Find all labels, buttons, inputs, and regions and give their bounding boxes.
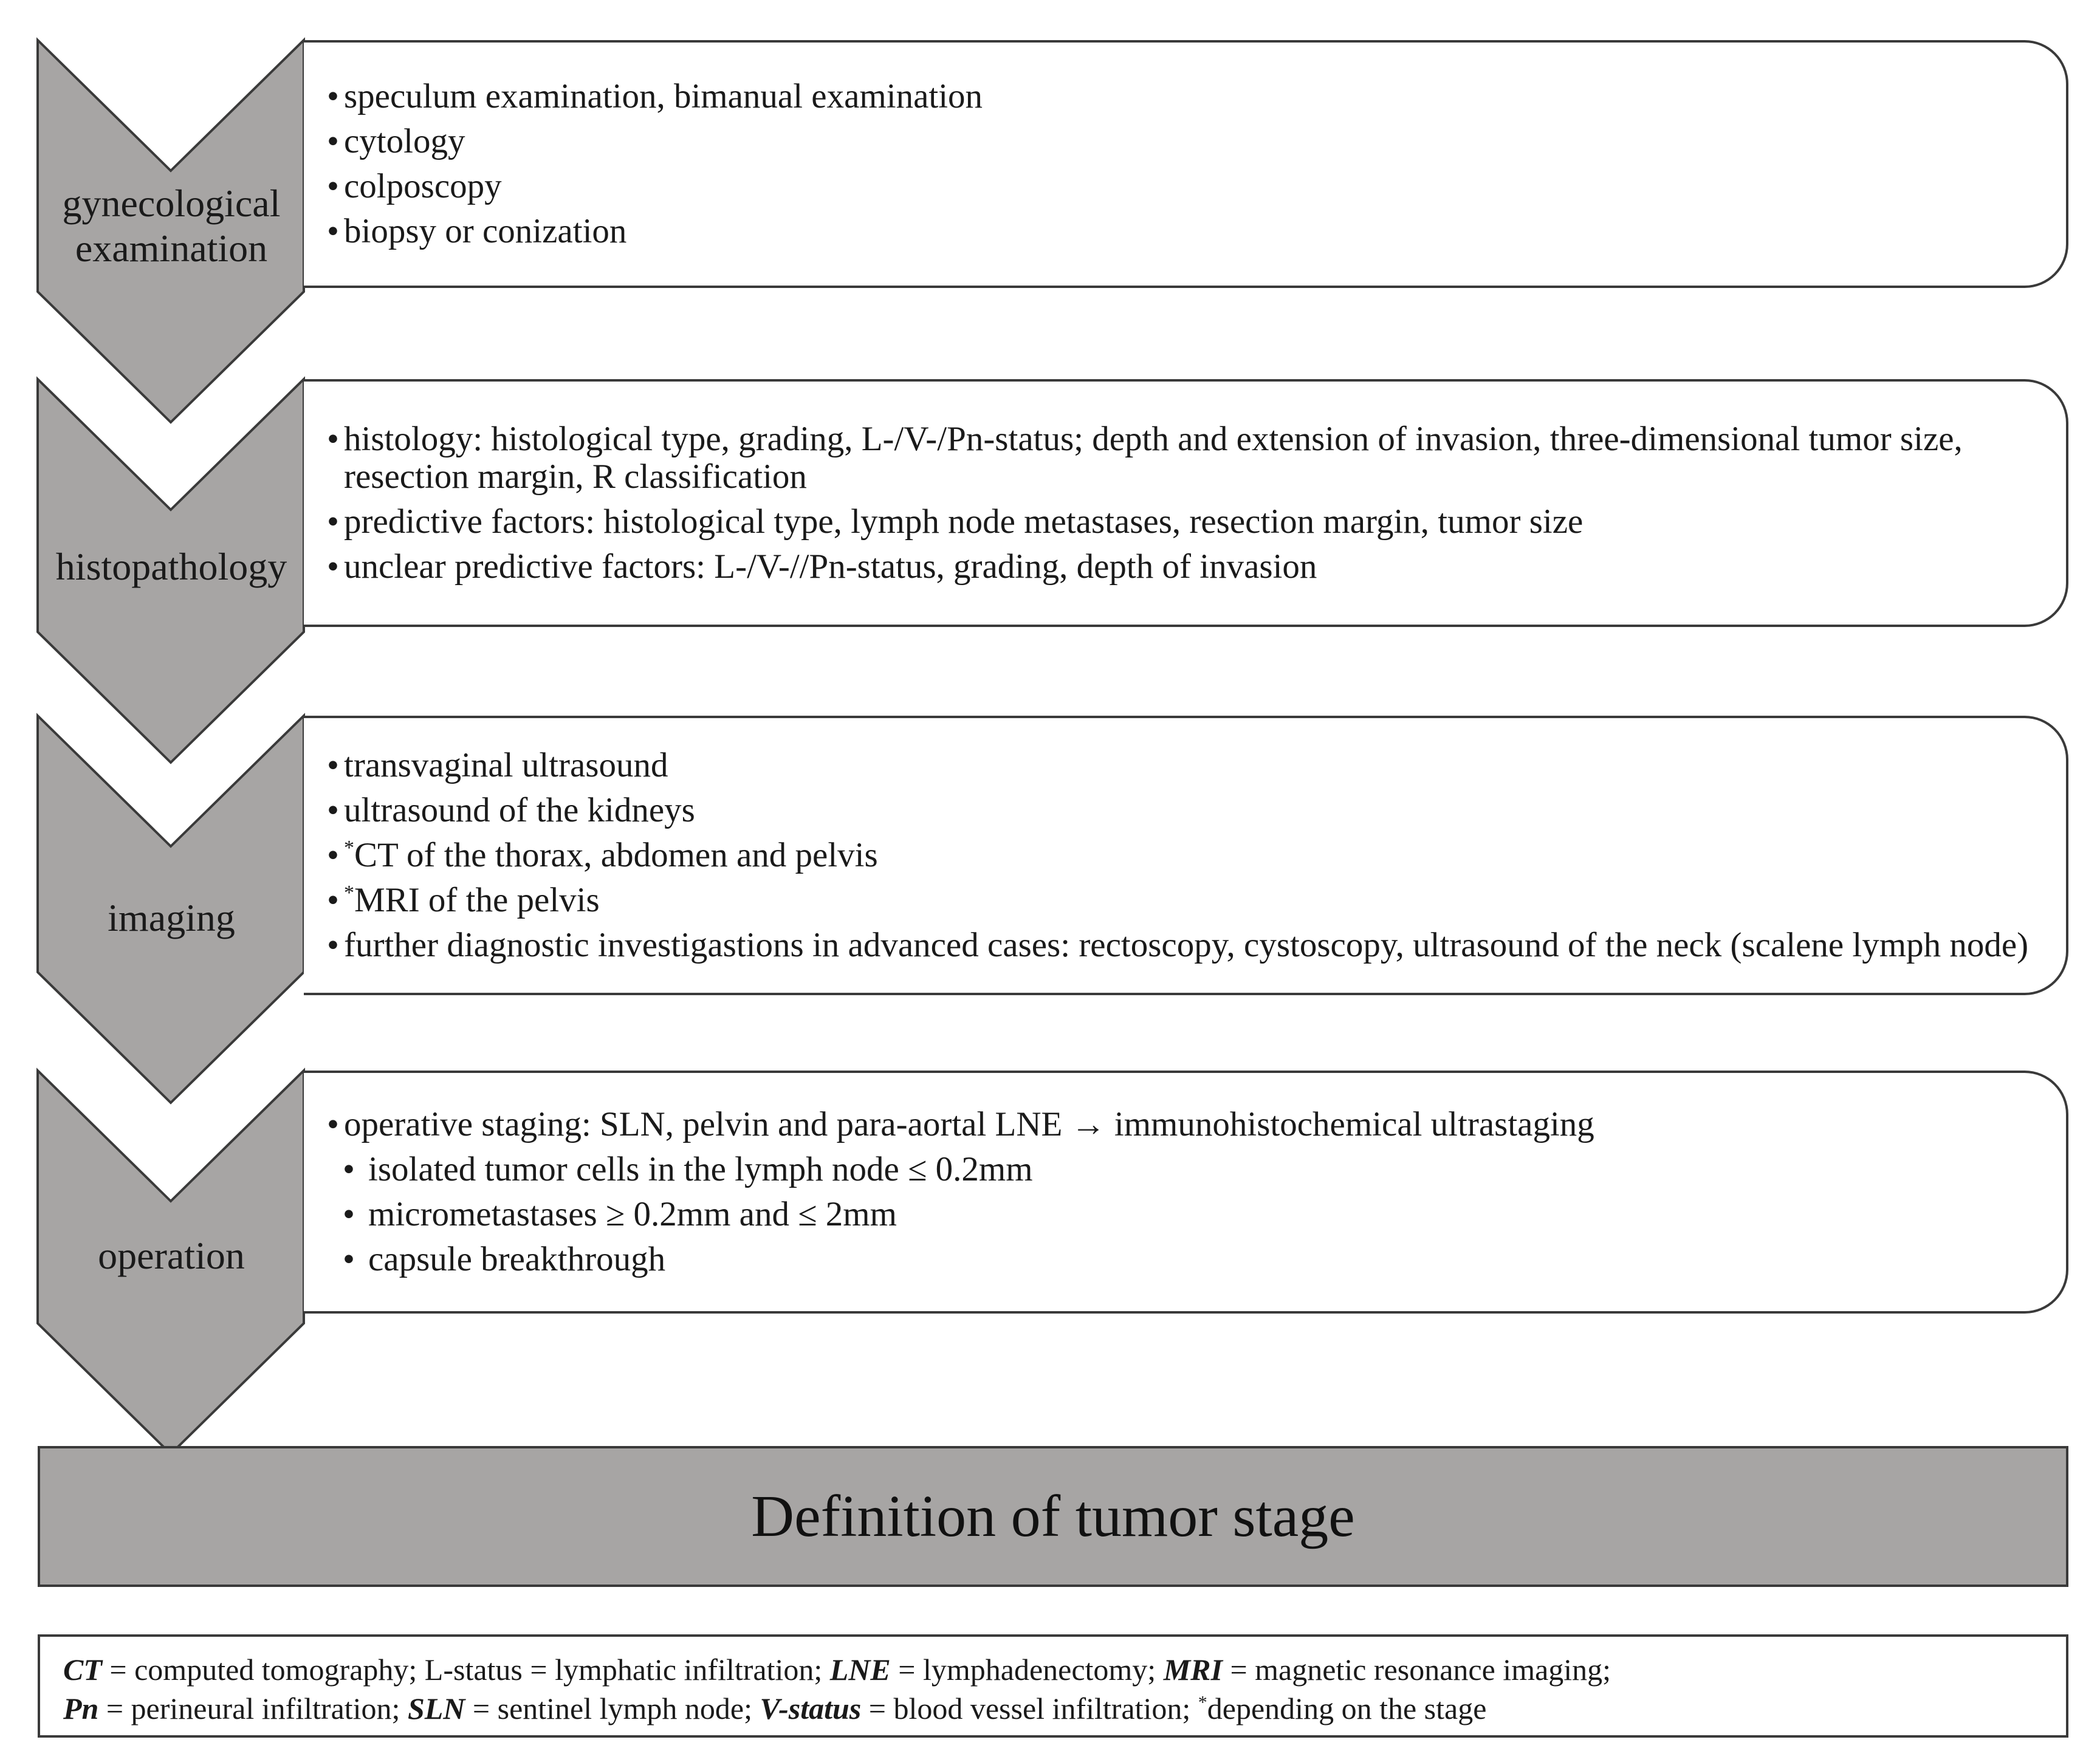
stage-label-gynecological-examination: gynecological examination [62,182,281,270]
bullet-item: •transvaginal ultrasound [327,747,2042,784]
bullet-marker: • [327,926,339,964]
chevron-histopathology [36,376,305,764]
legend-definition: = sentinel lymph node; [465,1691,760,1725]
bullet-item: • capsule breakthrough [327,1241,2042,1278]
bullet-text: unclear predictive factors: L-/V-//Pn-st… [344,547,1317,586]
chevron-gynecological-examination [36,37,305,424]
legend-term: MRI [1163,1653,1223,1687]
bullet-marker: • [327,167,339,205]
legend-definition: = magnetic resonance imaging; [1222,1653,1611,1687]
bullet-marker: • [327,77,339,115]
bullet-marker: • [327,122,339,160]
panel-imaging: •transvaginal ultrasound•ultrasound of t… [304,716,2068,995]
bullet-item: •biopsy or conization [327,213,2042,250]
bullet-text: further diagnostic investigastions in ad… [344,926,2029,964]
stage-label-operation: operation [98,1234,245,1277]
bullet-marker: • [327,1105,339,1143]
bullet-marker: • [327,547,339,586]
legend-definition: = blood vessel infiltration; [861,1691,1198,1725]
bullet-marker: • [343,1240,355,1278]
bullet-text: micrometastases ≥ 0.2mm and ≤ 2mm [368,1195,897,1233]
bullet-text: histology: histological type, grading, L… [344,420,1963,496]
legend-definition: L-status = lymphatic infiltration; [424,1653,830,1687]
footnote-marker: * [344,882,354,904]
bullet-item: •colposcopy [327,168,2042,205]
bullet-marker: • [343,1150,355,1188]
final-box-tumor-stage: Definition of tumor stage [38,1446,2068,1587]
stage-label-imaging: imaging [108,896,235,939]
bullet-item: •cytology [327,123,2042,160]
chevron-operation [36,1067,305,1456]
stage-label-histopathology: histopathology [55,545,287,588]
panel-operation: •operative staging: SLN, pelvin and para… [304,1071,2068,1314]
bullet-item: •*MRI of the pelvis [327,882,2042,919]
bullet-text: ultrasound of the kidneys [344,791,695,829]
legend-definition: = perineural infiltration; [98,1691,408,1725]
legend-line-1: CT = computed tomography; L-status = lym… [63,1650,2045,1689]
bullet-item: •*CT of the thorax, abdomen and pelvis [327,837,2042,874]
bullet-text: biopsy or conization [344,212,627,250]
bullet-marker: • [327,881,339,919]
bullet-marker: • [327,420,339,458]
legend-term: Pn [63,1691,99,1725]
bullet-marker: • [327,836,339,874]
bullet-item: •predictive factors: histological type, … [327,503,2042,541]
bullet-text: predictive factors: histological type, l… [344,502,1584,541]
bullet-item: •unclear predictive factors: L-/V-//Pn-s… [327,548,2042,586]
legend-definition: = lymphadenectomy; [890,1653,1164,1687]
bullet-text: capsule breakthrough [368,1240,666,1278]
bullet-item: •histology: histological type, grading, … [327,420,2042,496]
legend-term: SLN [407,1691,465,1725]
legend-term: CT [63,1653,102,1687]
bullet-text: transvaginal ultrasound [344,746,668,784]
legend-footnote-marker: * [1198,1692,1207,1713]
bullet-text: speculum examination, bimanual examinati… [344,77,983,115]
bullet-item: • isolated tumor cells in the lymph node … [327,1151,2042,1188]
bullet-marker: • [327,502,339,541]
bullet-marker: • [327,791,339,829]
bullet-text: MRI of the pelvis [354,881,600,919]
abbreviation-legend: CT = computed tomography; L-status = lym… [38,1634,2068,1738]
bullet-text: cytology [344,122,465,160]
bullet-text: operative staging: SLN, pelvin and para-… [344,1105,1594,1143]
footnote-marker: * [344,837,354,859]
legend-definition: = computed tomography; [101,1653,425,1687]
bullet-item: • micrometastases ≥ 0.2mm and ≤ 2mm [327,1196,2042,1233]
bullet-text: isolated tumor cells in the lymph node ≤… [368,1150,1033,1188]
bullet-marker: • [327,212,339,250]
legend-line-2: Pn = perineural infiltration; SLN = sent… [63,1689,2045,1728]
bullet-item: •operative staging: SLN, pelvin and para… [327,1106,2042,1143]
panel-histopathology: •histology: histological type, grading, … [304,379,2068,627]
legend-term: V-status [760,1691,862,1725]
legend-definition: depending on the stage [1207,1691,1487,1725]
bullet-marker: • [327,746,339,784]
bullet-marker: • [343,1195,355,1233]
legend-term: LNE [829,1653,891,1687]
bullet-text: CT of the thorax, abdomen and pelvis [354,836,878,874]
bullet-text: colposcopy [344,167,502,205]
bullet-item: •speculum examination, bimanual examinat… [327,78,2042,115]
panel-gynecological-examination: •speculum examination, bimanual examinat… [304,40,2068,288]
bullet-item: • further diagnostic investigastions in … [327,927,2042,964]
bullet-item: •ultrasound of the kidneys [327,792,2042,829]
